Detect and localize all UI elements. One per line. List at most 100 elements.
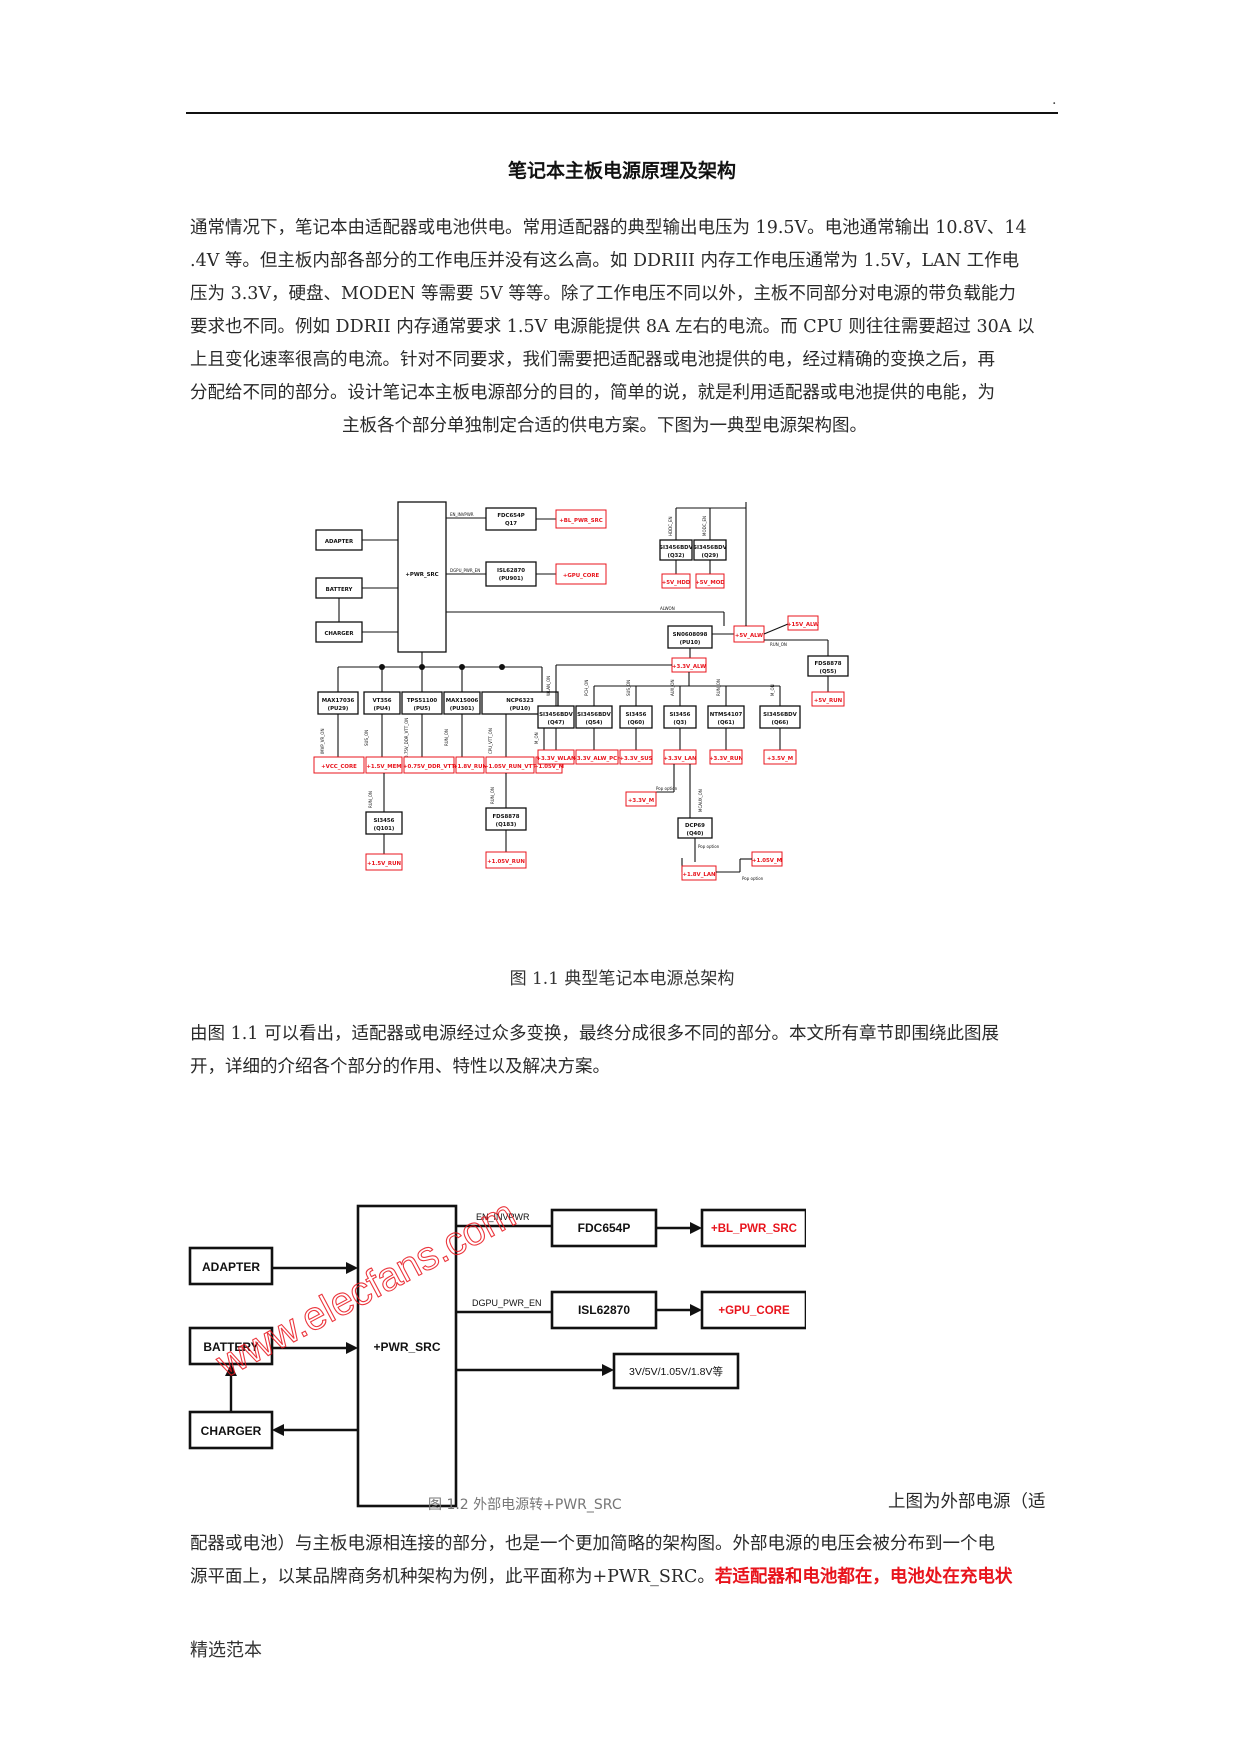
intro-line: 分配给不同的部分。设计笔记本主板电源部分的目的，简单的说，就是利用适配器或电池提… (190, 383, 995, 403)
battery-box-2 (188, 1326, 274, 1366)
pop-option-1: Pop option (656, 786, 678, 791)
si3456bdv-q66-label: SI3456BDV (763, 712, 797, 718)
vcc-core-output (313, 756, 365, 774)
gpu-core-output-2 (700, 1290, 806, 1330)
m-3v3-output (625, 791, 657, 807)
modc-en-signal: MODC_EN (702, 516, 707, 536)
bl-pwr-src-label-2: +BL_PWR_SRC (711, 1223, 797, 1235)
run-1v05-label: +1.05V_RUN (487, 859, 525, 865)
sus-on-signal-alw: SUS_ON (626, 680, 631, 696)
m-3v5-label: +3.5V_M (767, 756, 793, 762)
run-vtt-label: +1.05V_RUN_VTT (484, 764, 536, 770)
intro-line: 压为 3.3V，硬盘、MODEN 等需要 5V 等等。除了工作电压不同以外，主板… (190, 284, 1016, 304)
pwr-src-hub (397, 501, 447, 653)
power-architecture-diagram: ADAPTER BATTERY CHARGER +PWR_SRC EN_INVP… (313, 501, 849, 881)
run-5v-label: +5V_RUN (814, 698, 843, 704)
max15006-label: MAX15006 (446, 698, 479, 704)
run-1v8-output (455, 756, 485, 774)
fds8878-q55-ref: (Q55) (819, 669, 836, 675)
si3456bdv-q47-label: SI3456BDV (539, 712, 573, 718)
isl62870-label-2: ISL62870 (578, 1303, 630, 1317)
m-on-signal: M_ON (534, 732, 539, 744)
dcp69-q40-ref: (Q40) (686, 831, 703, 837)
si3456-q60-label: SI3456 (626, 712, 647, 718)
battery-label-2: BATTERY (203, 1340, 258, 1354)
ntms4107-q61-ref: (Q61) (717, 720, 734, 726)
si3456bdv-q29-label: SI3456BDV (693, 545, 727, 551)
ddr-vtt-label: +0.75V_DDR_VTT (403, 764, 455, 770)
ncp6323-ref: (PU10) (510, 706, 531, 712)
run-3v3-output (709, 749, 743, 765)
other-rails-box (612, 1352, 740, 1390)
adapter-label-2: ADAPTER (202, 1260, 260, 1274)
pop-option-2: Pop option (698, 844, 720, 849)
gpu-core-label-2: +GPU_CORE (718, 1305, 790, 1317)
pch-on-signal: PCH_ON (584, 680, 589, 696)
run-on-signal-alw: RUN_ON (716, 679, 721, 696)
adapter-label: ADAPTER (325, 539, 354, 545)
isl62870-label: ISL62870 (497, 568, 525, 574)
battery-label: BATTERY (326, 587, 353, 593)
wlan-3v3-label: +3.3V_WLAN (537, 756, 576, 762)
si3456bdv-q54-ref: (Q54) (585, 720, 602, 726)
pop-option-3: Pop option (742, 876, 764, 881)
intro-line: .4V 等。但主板内部各部分的工作电压并没有这么高。如 DDRIII 内存工作电… (190, 251, 1020, 271)
pwr-src-hub-2 (356, 1204, 458, 1508)
para3-tail: 上图为外部电源（适 (888, 1492, 1046, 1512)
isl62870-box (485, 561, 537, 587)
pwr-src-label: +PWR_SRC (405, 572, 438, 578)
hdd-5v-output (661, 573, 691, 589)
dgpu-pwr-en-signal-2: DGPU_PWR_EN (472, 1298, 542, 1308)
wlan-on-signal: WLAN_ON (546, 676, 551, 696)
para2-line: 由图 1.1 可以看出，适配器或电源经过众多变换，最终分成很多不同的部分。本文所… (190, 1024, 999, 1044)
sus-on-signal: SUS_ON (364, 730, 369, 746)
run-1v8-label: +1.8V_RUN (453, 764, 487, 770)
intro-line: 要求也不同。例如 DDRII 内存通常要求 1.5V 电源能提供 8A 左右的电… (190, 317, 1035, 337)
ntms4107-q61-label: NTMS4107 (710, 712, 743, 718)
sus-3v3-output (619, 749, 653, 765)
vcc-core-label: +VCC_CORE (321, 764, 357, 770)
mod-5v-label: +5V_MOD (695, 580, 725, 586)
figure2-caption: 图 1.2 外部电源转+PWR_SRC (428, 1497, 622, 1513)
dcp69-q40-label: DCP69 (685, 823, 705, 829)
en-invpwr-signal: EN_INVPWR (450, 512, 474, 517)
si3456-q101-ref: (Q101) (374, 826, 395, 832)
intro-line: 通常情况下，笔记本由适配器或电池供电。常用适配器的典型输出电压为 19.5V。电… (190, 218, 1027, 238)
figure1-caption: 图 1.1 典型笔记本电源总架构 (509, 969, 735, 989)
dgpu-pwr-en-signal: DGPU_PWR_EN (450, 568, 480, 573)
tps51100-label: TPS51100 (407, 698, 438, 704)
ddr-vtt-output (403, 756, 455, 774)
max15006-ref: (PU301) (450, 706, 475, 712)
m-1v05-label: +1.05V_M (534, 764, 564, 770)
mem-1v5-label: +1.5V_MEM (366, 764, 401, 770)
fdc654p-label: FDC654P (497, 513, 524, 519)
ncp6323-label: NCP6323 (506, 698, 534, 704)
gpu-core-output (555, 563, 607, 585)
max17036-label: MAX17036 (322, 698, 355, 704)
alw-3v3-label: +3.3V_ALW (672, 664, 706, 670)
fdc654p-ref: Q17 (505, 521, 517, 527)
lan-1v8-label: +1.8V_LAN (682, 872, 716, 878)
bl-pwr-src-label: +BL_PWR_SRC (559, 518, 603, 524)
other-rails-label: 3V/5V/1.05V/1.8V等 (629, 1365, 723, 1378)
adapter-box-2 (188, 1246, 274, 1286)
fds8878-q55-label: FDS8878 (814, 661, 841, 667)
page-footer: 精选范本 (190, 1640, 262, 1661)
para3-line-2-plain: 源平面上，以某品牌商务机种架构为例，此平面称为+PWR_SRC。 (190, 1567, 715, 1587)
si3456bdv-q47-ref: (Q47) (547, 720, 564, 726)
run-vtt-output (485, 756, 535, 774)
para3-line-1: 配器或电池）与主板电源相连接的部分，也是一个更加简略的架构图。外部电源的电压会被… (190, 1534, 995, 1554)
m-on-signal-alw: M_ON (770, 684, 775, 696)
alw-15v-output (787, 615, 819, 631)
alw-run-on-signal: RUN_ON (770, 642, 787, 647)
alwon-signal: ALWON (660, 606, 675, 611)
si3456-q3-ref: (Q3) (673, 720, 686, 726)
run-1v5-output (365, 853, 403, 871)
run-1v05-output (485, 851, 527, 869)
fdc654p-label-2: FDC654P (578, 1221, 631, 1235)
para2-line: 开，详细的介绍各个部分的作用、特性以及解决方案。 (190, 1057, 610, 1077)
intro-line: 主板各个部分单独制定合适的供电方案。下图为一典型电源架构图。 (342, 416, 867, 436)
run-1v5-label: +1.5V_RUN (367, 861, 401, 867)
cpu-vtt-on-signal: CPU_VTT_ON (488, 728, 493, 754)
page-title: 笔记本主板电源原理及架构 (507, 160, 736, 182)
